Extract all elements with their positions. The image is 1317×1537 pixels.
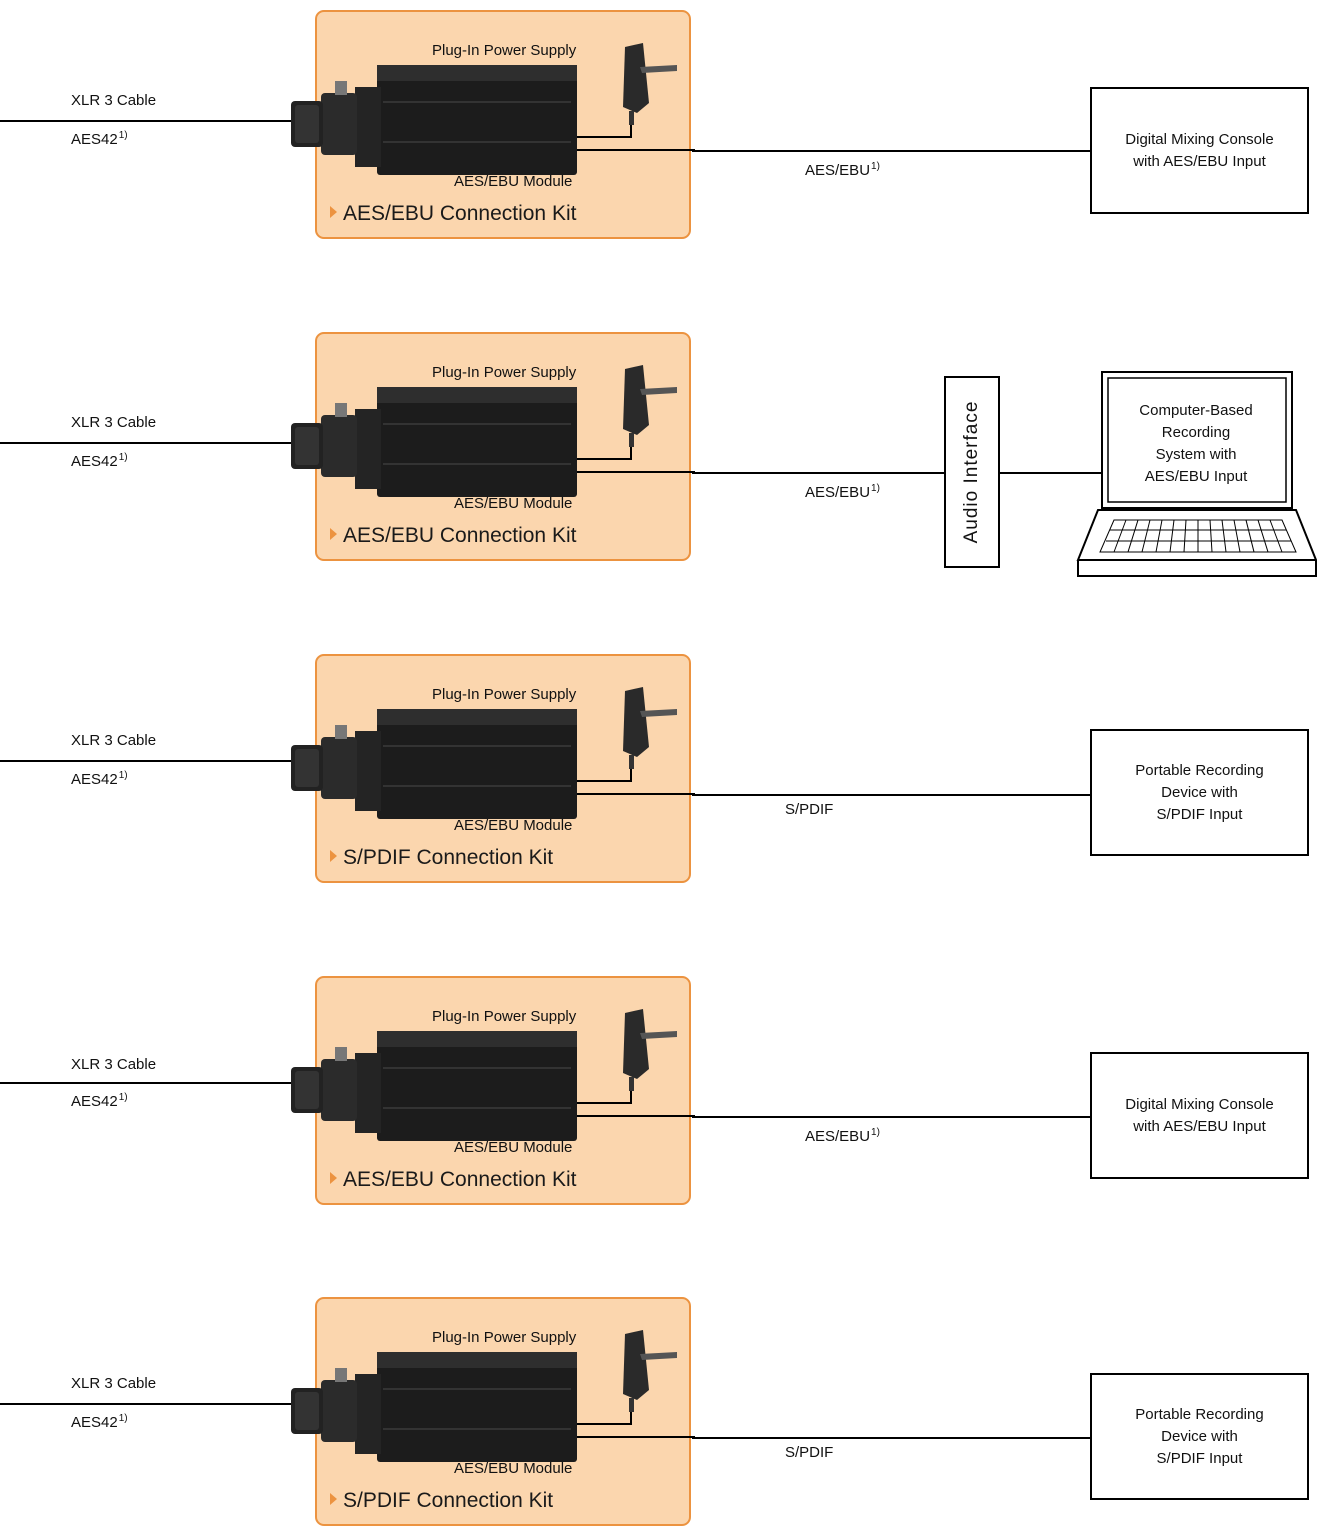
connection-row-4: XLR 3 Cable AES421) Plug-In Power Supply… (0, 976, 1317, 1216)
output-signal-label: S/PDIF (785, 801, 834, 818)
connection-row-3: XLR 3 Cable AES421) Plug-In Power Supply… (0, 654, 1317, 894)
aes42-label: AES421) (71, 1092, 128, 1110)
module-label: AES/EBU Module (454, 495, 573, 512)
output-signal-label: AES/EBU1) (805, 1127, 880, 1145)
power-plug-icon (623, 687, 649, 757)
xlr-cable-label: XLR 3 Cable (71, 414, 157, 431)
aes42-label: AES421) (71, 1413, 128, 1431)
xlr-cable-label: XLR 3 Cable (71, 732, 157, 749)
interface-to-computer-line (1000, 472, 1104, 474)
connection-row-5: XLR 3 Cable AES421) Plug-In Power Supply… (0, 1297, 1317, 1537)
output-line (692, 1116, 1092, 1118)
xlr-cable-label: XLR 3 Cable (71, 1056, 157, 1073)
aes-ebu-module-device (291, 43, 695, 175)
module-label: AES/EBU Module (454, 817, 573, 834)
xlr-cable-line (0, 442, 292, 444)
power-plug-icon (623, 365, 649, 435)
xlr-cable-label: XLR 3 Cable (71, 1375, 157, 1392)
aes42-label: AES421) (71, 770, 128, 788)
audio-interface-box: Audio Interface (944, 376, 1000, 568)
output-signal-label: AES/EBU1) (805, 161, 880, 179)
orange-arrow-icon (330, 206, 337, 218)
power-plug-icon (623, 1009, 649, 1079)
power-supply-label: Plug-In Power Supply (432, 1008, 577, 1025)
orange-arrow-icon (330, 1493, 337, 1505)
aes42-label: AES421) (71, 130, 128, 148)
output-line (692, 472, 946, 474)
aes-ebu-module-device (291, 365, 695, 497)
laptop-icon (1076, 371, 1317, 577)
orange-arrow-icon (330, 850, 337, 862)
connection-row-1: XLR 3 Cable AES421) Plug-In Power Supply… (0, 10, 1317, 250)
power-supply-label: Plug-In Power Supply (432, 364, 577, 381)
kit-title: AES/EBU Connection Kit (330, 202, 576, 226)
aes-ebu-module-device (291, 1330, 695, 1462)
kit-title: S/PDIF Connection Kit (330, 1489, 553, 1513)
output-line (692, 1437, 1092, 1439)
aes42-label: AES421) (71, 452, 128, 470)
module-label: AES/EBU Module (454, 1460, 573, 1477)
kit-title: AES/EBU Connection Kit (330, 524, 576, 548)
aes-ebu-module-device (291, 1009, 695, 1141)
power-plug-icon (623, 1330, 649, 1400)
output-line (692, 150, 1092, 152)
power-plug-icon (623, 43, 649, 113)
orange-arrow-icon (330, 1172, 337, 1184)
xlr-cable-line (0, 120, 292, 122)
output-signal-label: AES/EBU1) (805, 483, 880, 501)
output-signal-label: S/PDIF (785, 1444, 834, 1461)
kit-title: AES/EBU Connection Kit (330, 1168, 576, 1192)
xlr-cable-line (0, 1403, 292, 1405)
xlr-cable-line (0, 1082, 292, 1084)
xlr-cable-line (0, 760, 292, 762)
kit-title: S/PDIF Connection Kit (330, 846, 553, 870)
connection-row-2: XLR 3 Cable AES421) Plug-In Power Supply… (0, 332, 1317, 577)
power-supply-label: Plug-In Power Supply (432, 686, 577, 703)
power-supply-label: Plug-In Power Supply (432, 42, 577, 59)
xlr-cable-label: XLR 3 Cable (71, 92, 157, 109)
orange-arrow-icon (330, 528, 337, 540)
output-line (692, 794, 1092, 796)
aes-ebu-module-device (291, 687, 695, 819)
module-label: AES/EBU Module (454, 173, 573, 190)
power-supply-label: Plug-In Power Supply (432, 1329, 577, 1346)
module-label: AES/EBU Module (454, 1139, 573, 1156)
audio-interface-label: Audio Interface (961, 400, 982, 544)
